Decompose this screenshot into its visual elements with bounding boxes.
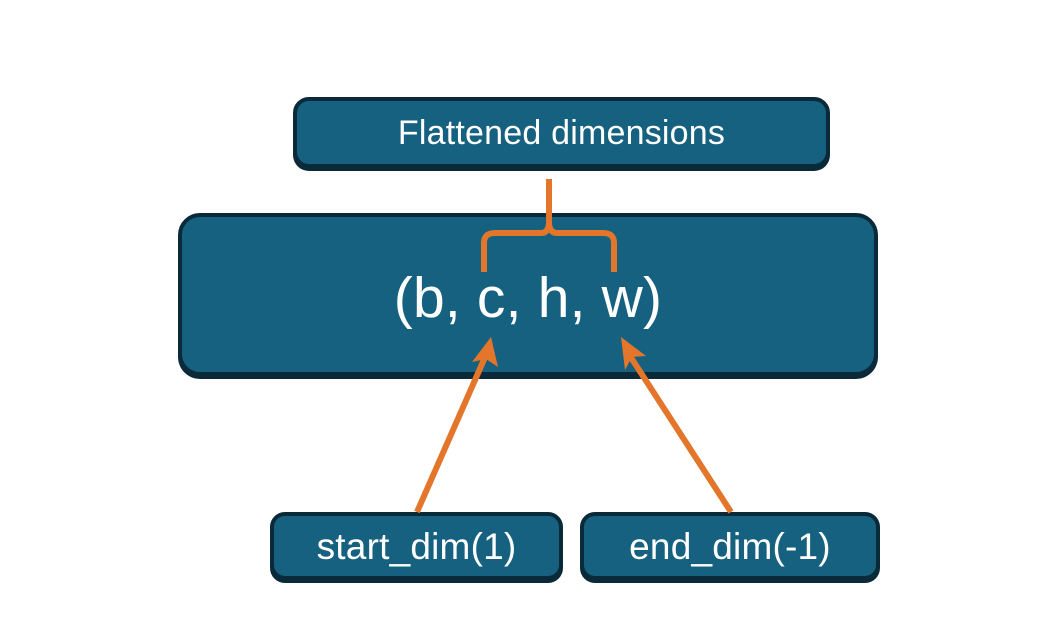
node-start-dim-label: start_dim(1) (316, 525, 517, 567)
node-flattened-dimensions[interactable]: Flattened dimensions (293, 97, 830, 168)
node-end-dim[interactable]: end_dim(-1) (580, 512, 880, 580)
node-start-dim[interactable]: start_dim(1) (270, 512, 563, 580)
node-end-dim-label: end_dim(-1) (629, 525, 831, 567)
node-flattened-dimensions-label: Flattened dimensions (397, 113, 726, 152)
node-tensor-shape-label: (b, c, h, w) (393, 266, 663, 330)
node-tensor-shape[interactable]: (b, c, h, w) (178, 213, 878, 376)
